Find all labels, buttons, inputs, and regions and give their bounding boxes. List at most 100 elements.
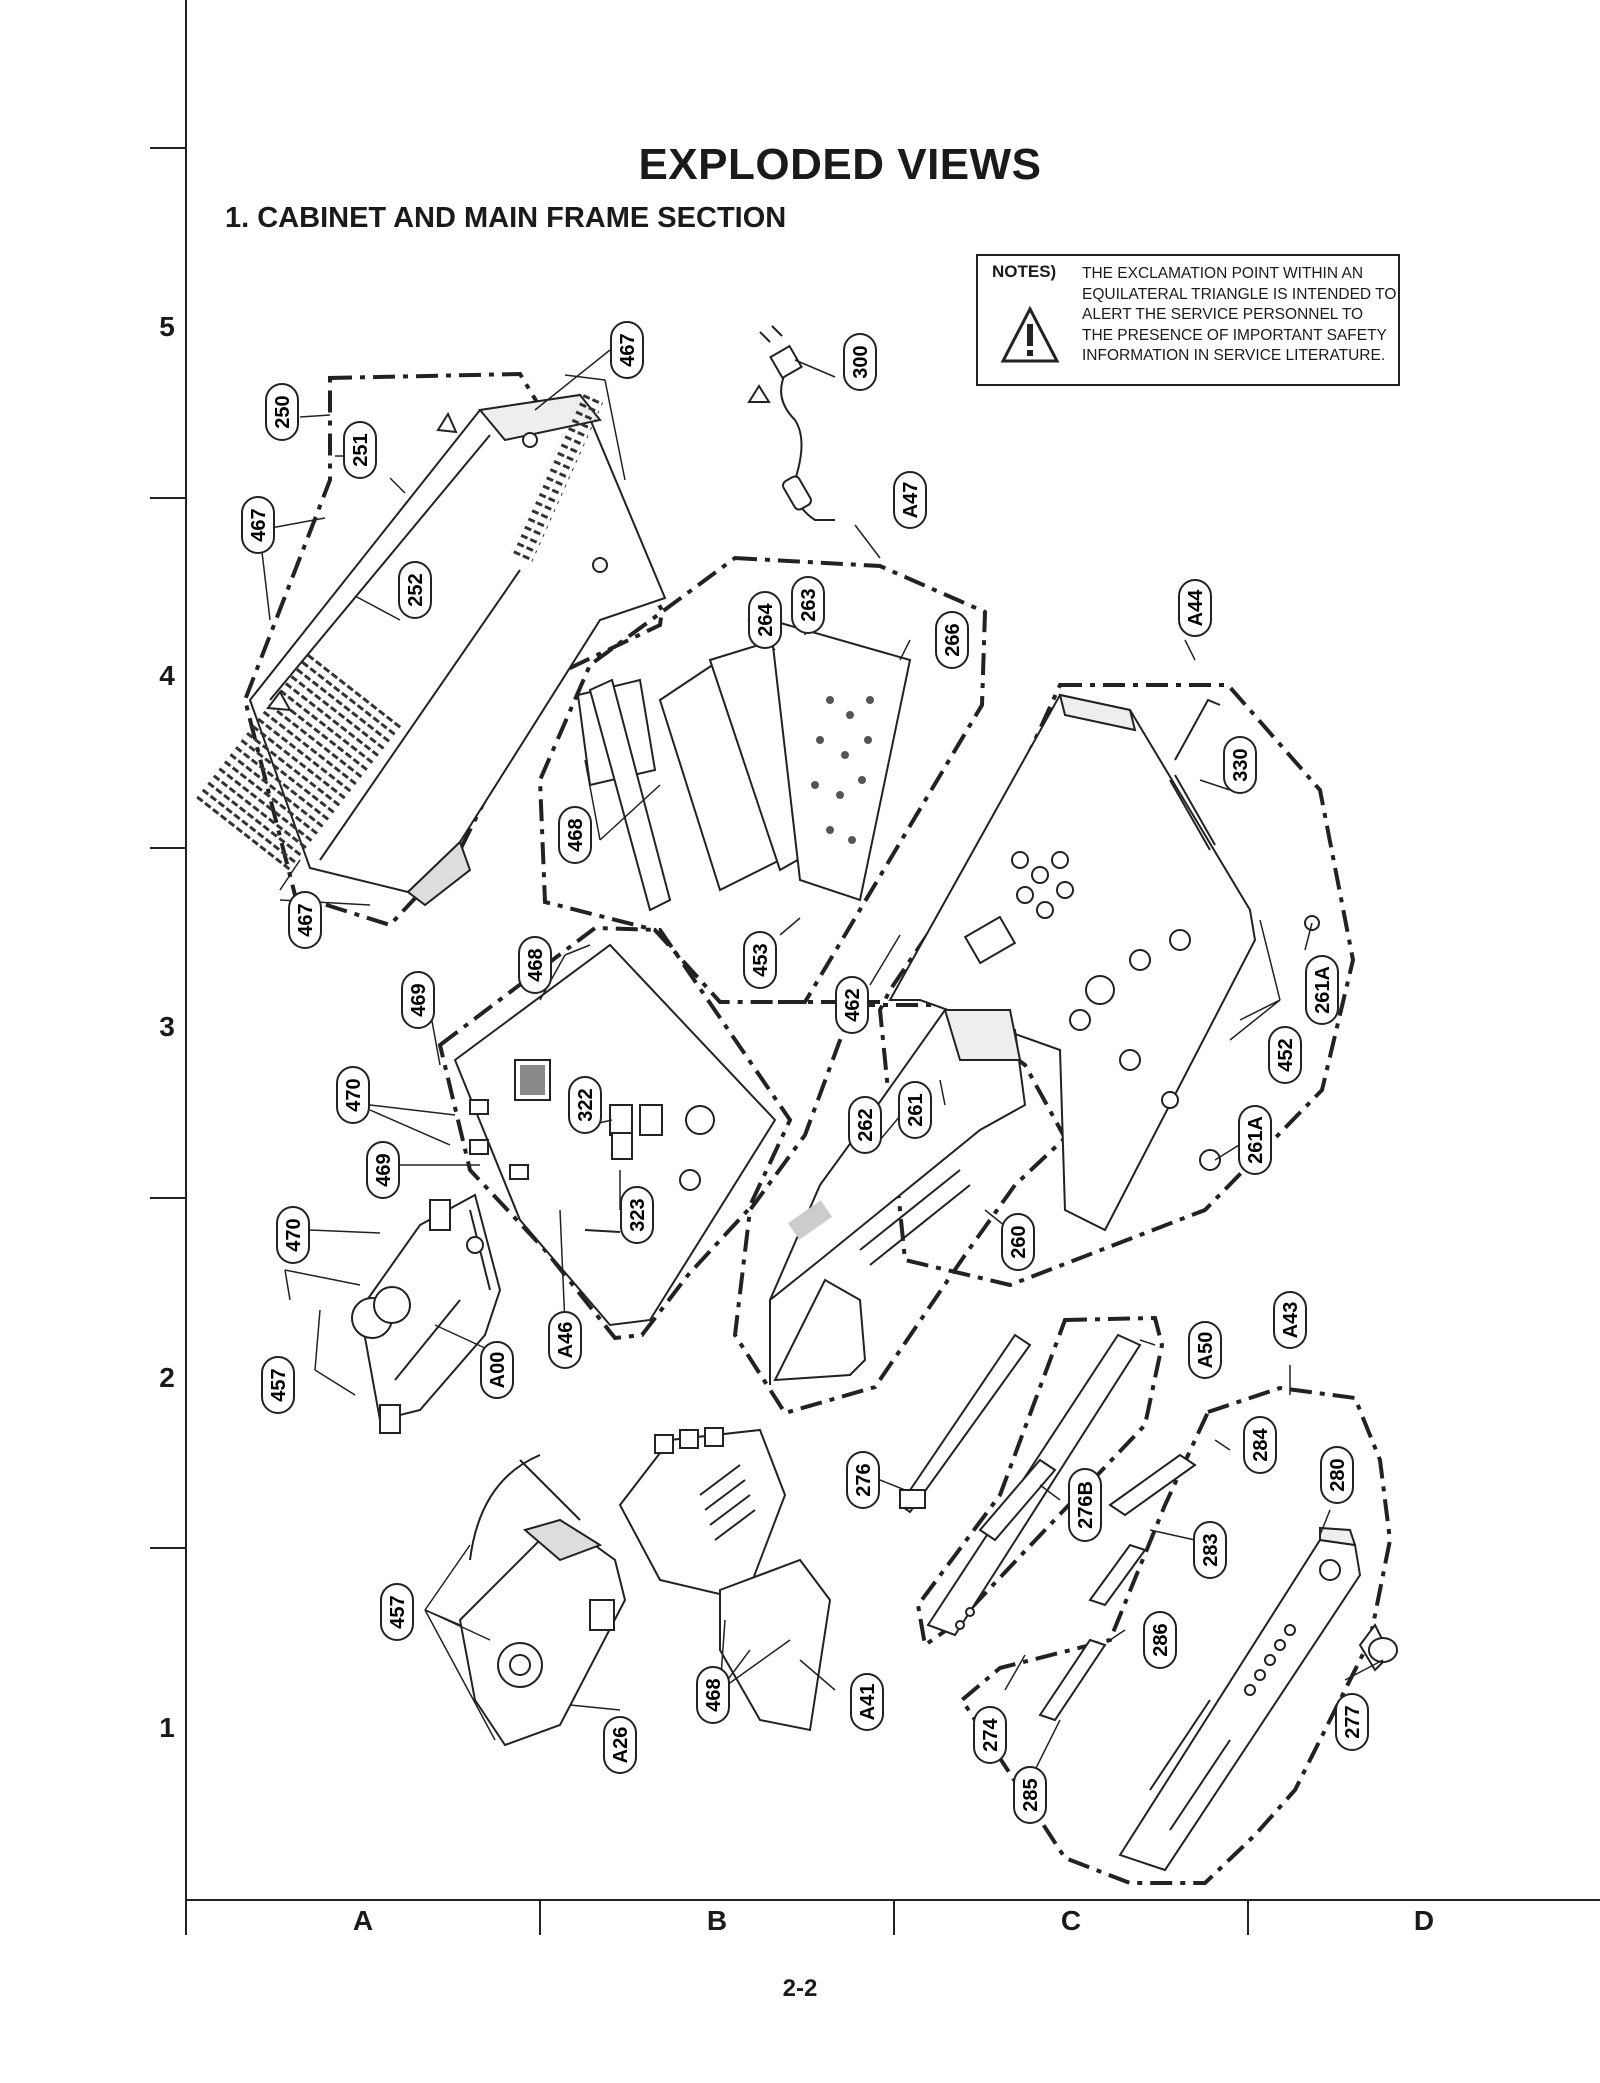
callout: 266 bbox=[935, 611, 969, 669]
callout-label: 260 bbox=[1008, 1225, 1030, 1258]
callout-label: 330 bbox=[1230, 748, 1252, 781]
callout-label: 280 bbox=[1327, 1458, 1349, 1491]
callout-label: 467 bbox=[248, 508, 270, 541]
callout: A26 bbox=[603, 1716, 637, 1774]
callout: 468 bbox=[558, 806, 592, 864]
callout-label: 266 bbox=[942, 623, 964, 656]
callout-label: 468 bbox=[703, 1678, 725, 1711]
callout: 262 bbox=[848, 1096, 882, 1154]
a44-chassis bbox=[888, 693, 1320, 1232]
callout-label: 283 bbox=[1200, 1533, 1222, 1566]
callout-label: 469 bbox=[408, 983, 430, 1016]
callout: 469 bbox=[401, 971, 435, 1029]
outline-a50 bbox=[915, 1315, 1165, 1649]
callout-label: 277 bbox=[1342, 1705, 1364, 1738]
callout: 457 bbox=[261, 1356, 295, 1414]
callout: A46 bbox=[548, 1311, 582, 1369]
grid-column-label: C bbox=[1060, 1905, 1082, 1936]
grid-row-label: 3 bbox=[159, 1011, 175, 1042]
section-title: 1. CABINET AND MAIN FRAME SECTION bbox=[225, 202, 787, 234]
callout-label: 468 bbox=[565, 818, 587, 851]
callout-label: 251 bbox=[350, 433, 372, 466]
grid-row-label: 1 bbox=[159, 1712, 175, 1743]
callout-label: 252 bbox=[405, 573, 427, 606]
bracket-276 bbox=[898, 1333, 1032, 1514]
callout-label: A43 bbox=[1280, 1302, 1302, 1339]
callout-label: 261A bbox=[1245, 1116, 1267, 1164]
callout-label: 469 bbox=[373, 1153, 395, 1186]
callout: 286 bbox=[1143, 1611, 1177, 1669]
outline-a43 bbox=[959, 1385, 1393, 1885]
callout: 251 bbox=[343, 421, 377, 479]
callout: 467 bbox=[241, 496, 275, 554]
callout-label: 453 bbox=[750, 943, 772, 976]
callout-label: 261 bbox=[905, 1093, 927, 1126]
callout: 457 bbox=[380, 1583, 414, 1641]
frame-chassis bbox=[769, 1008, 1027, 1385]
callout: 284 bbox=[1243, 1416, 1277, 1474]
callout: 462 bbox=[835, 976, 869, 1034]
page-title: EXPLODED VIEWS bbox=[638, 140, 1042, 189]
a50-bar bbox=[926, 1333, 1142, 1637]
callout-label: 323 bbox=[627, 1198, 649, 1231]
callout: 452 bbox=[1268, 1026, 1302, 1084]
callout: 261 bbox=[898, 1081, 932, 1139]
callout: A41 bbox=[850, 1673, 884, 1731]
callout: 252 bbox=[398, 561, 432, 619]
callout: 322 bbox=[568, 1076, 602, 1134]
callout: 276 bbox=[846, 1451, 880, 1509]
callout: 277 bbox=[1335, 1693, 1369, 1751]
callout: 260 bbox=[1001, 1213, 1035, 1271]
callout-label: 261A bbox=[1312, 966, 1334, 1014]
callout-label: 457 bbox=[387, 1595, 409, 1628]
callout: 300 bbox=[843, 333, 877, 391]
callout: A43 bbox=[1273, 1291, 1307, 1349]
callout: 453 bbox=[743, 931, 777, 989]
warning-triangle-icon bbox=[1000, 306, 1060, 363]
page-number: 2-2 bbox=[782, 1975, 818, 2002]
callout: 285 bbox=[1013, 1766, 1047, 1824]
callout: A50 bbox=[1188, 1321, 1222, 1379]
a46-board bbox=[453, 943, 777, 1327]
grid-column-label: B bbox=[706, 1905, 728, 1936]
callout-label: 276B bbox=[1075, 1481, 1097, 1529]
callout-label: 468 bbox=[525, 948, 547, 981]
callout-label: 262 bbox=[855, 1108, 877, 1141]
callout-label: 250 bbox=[272, 395, 294, 428]
callout: 468 bbox=[518, 936, 552, 994]
callout: 263 bbox=[791, 576, 825, 634]
callout-label: A50 bbox=[1195, 1332, 1217, 1369]
callout-label: 452 bbox=[1275, 1038, 1297, 1071]
callout: 467 bbox=[610, 321, 644, 379]
callout-label: 322 bbox=[575, 1088, 597, 1121]
callout-label: 467 bbox=[295, 903, 317, 936]
callout-label: A44 bbox=[1185, 589, 1207, 627]
callout: 250 bbox=[265, 383, 299, 441]
grid-row-label: 5 bbox=[159, 311, 175, 342]
callout: 470 bbox=[276, 1206, 310, 1264]
callout-label: 470 bbox=[343, 1078, 365, 1111]
callout-label: A26 bbox=[610, 1727, 632, 1764]
callout-label: A46 bbox=[555, 1322, 577, 1359]
callout: 261A bbox=[1238, 1105, 1272, 1175]
outline-a47 bbox=[537, 555, 988, 1004]
callout: 323 bbox=[620, 1186, 654, 1244]
callout-label: 263 bbox=[798, 588, 820, 621]
safety-notes-box: NOTES) THE EXCLAMATION POINT WITHIN AN E… bbox=[976, 254, 1400, 386]
callout: 280 bbox=[1320, 1446, 1354, 1504]
callout: 470 bbox=[336, 1066, 370, 1124]
callout: 330 bbox=[1223, 736, 1257, 794]
callout: 261A bbox=[1305, 955, 1339, 1025]
a26-mechanism bbox=[458, 1454, 627, 1747]
callout-label: 470 bbox=[283, 1218, 305, 1251]
callout: 468 bbox=[696, 1666, 730, 1724]
grid-row-label: 4 bbox=[159, 660, 175, 691]
callout: A44 bbox=[1178, 579, 1212, 637]
outline-a46 bbox=[437, 925, 793, 1341]
callout: 276B bbox=[1068, 1468, 1102, 1542]
a41-board bbox=[618, 1427, 832, 1732]
callout-label: A47 bbox=[900, 482, 922, 519]
callout-label: 300 bbox=[850, 345, 872, 378]
callout: A47 bbox=[893, 471, 927, 529]
